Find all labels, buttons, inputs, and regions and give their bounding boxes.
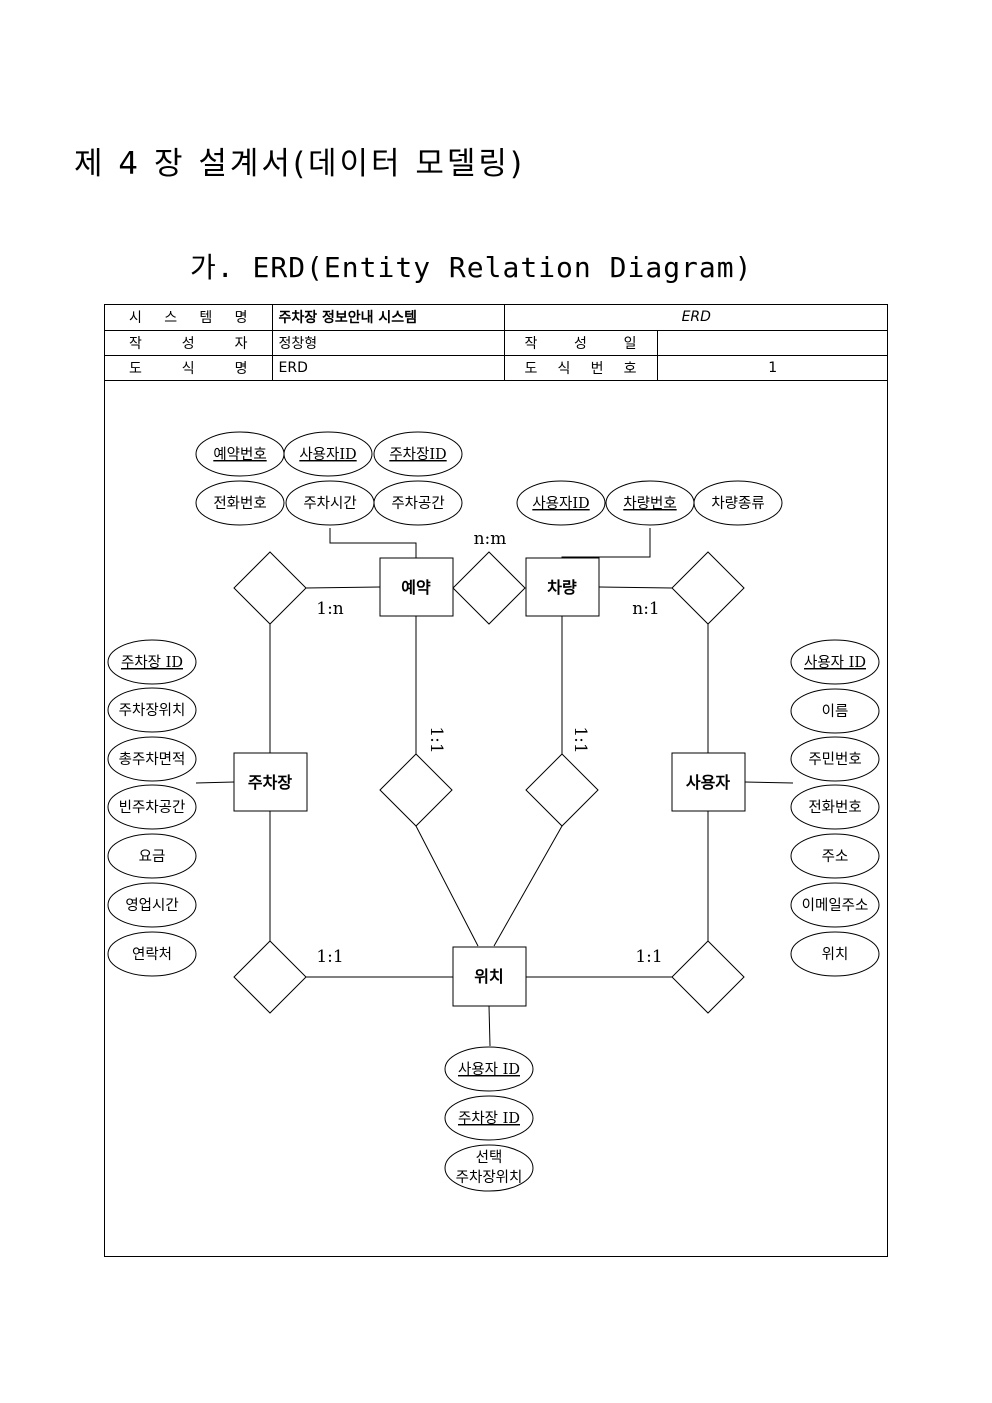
value-author: 정창형 <box>271 329 505 356</box>
attr-location-selected: 선택 <box>476 1149 503 1166</box>
entity-parking-lot: 주차장 <box>248 773 292 792</box>
relationship-reservation-location <box>379 753 453 827</box>
attr-parking-total-area: 총주차면적 <box>119 751 186 768</box>
attr-oval-user-4 <box>790 784 880 830</box>
label-created-date: 작 성 일 <box>503 329 658 356</box>
erd-document-frame: 시 스 템 명 주차장 정보안내 시스템 ERD 작 성 자 정창형 작 <box>104 304 889 1257</box>
entity-user: 사용자 <box>686 773 730 792</box>
attr-oval-res-2 <box>283 431 373 477</box>
entity-location: 위치 <box>474 967 503 986</box>
attr-oval-user-2 <box>790 688 880 734</box>
attr-oval-veh-3 <box>693 480 783 526</box>
attr-reservation-parking-id: 주차장ID <box>389 446 446 463</box>
reservation-attr-connector <box>329 528 417 558</box>
attr-oval-park-6 <box>107 882 197 928</box>
attr-user-resident-number: 주민번호 <box>808 751 861 768</box>
attr-reservation-space: 주차공간 <box>391 495 444 512</box>
cardinality-vehicle-location: 1:1 <box>570 726 590 753</box>
label-diagram-name: 도 식 명 <box>105 354 273 381</box>
line-rel1-reservation <box>305 586 381 589</box>
attr-user-phone: 전화번호 <box>808 799 861 816</box>
info-row-author: 작 성 자 정창형 작 성 일 <box>105 329 889 356</box>
cardinality-reservation-location: 1:1 <box>426 726 446 753</box>
attr-oval-res-6 <box>373 480 463 526</box>
attr-vehicle-type: 차량종류 <box>711 495 764 512</box>
label-diagram-number: 도 식 번 호 <box>503 354 658 381</box>
attr-oval-loc-2 <box>444 1095 534 1141</box>
cardinality-parking-location: 1:1 <box>316 947 343 967</box>
entity-reservation-box <box>379 557 454 617</box>
attr-user-name: 이름 <box>822 703 849 720</box>
attr-location-parking-location: 주차장위치 <box>456 1169 523 1186</box>
entity-user-box <box>671 752 746 812</box>
info-row-diagram: 도 식 명 ERD 도 식 번 호 1 <box>105 354 889 381</box>
cardinality-reservation-vehicle: n:m <box>474 529 507 549</box>
label-system-name: 시 스 템 명 <box>105 305 273 331</box>
info-row-system: 시 스 템 명 주차장 정보안내 시스템 ERD <box>105 305 889 331</box>
relationship-reservation-vehicle <box>452 551 526 625</box>
attr-oval-user-6 <box>790 882 880 928</box>
attr-location-parking-id: 주차장 ID <box>458 1110 520 1127</box>
attr-parking-fee: 요금 <box>139 849 166 865</box>
attr-user-email: 이메일주소 <box>802 897 869 914</box>
cardinality-vehicle-user: n:1 <box>632 599 660 619</box>
line-vehicle-rel3 <box>598 586 673 589</box>
value-diagram-type: ERD <box>503 305 889 331</box>
attr-reservation-number: 예약번호 <box>213 446 266 463</box>
attr-user-location: 위치 <box>822 946 849 963</box>
line-rel5-location <box>493 825 563 947</box>
attr-oval-park-4 <box>107 784 197 830</box>
value-diagram-name: ERD <box>271 354 505 381</box>
attr-reservation-phone: 전화번호 <box>213 495 266 512</box>
attr-parking-location: 주차장위치 <box>119 702 186 719</box>
attr-location-user-id: 사용자 ID <box>458 1061 520 1078</box>
entity-location-box <box>452 946 527 1007</box>
attr-parking-empty-space: 빈주차공간 <box>119 799 186 816</box>
attr-oval-user-1 <box>790 639 880 685</box>
attr-parking-id: 주차장 ID <box>121 654 183 671</box>
attr-reservation-user-id: 사용자ID <box>299 446 356 463</box>
attr-oval-res-4 <box>195 480 285 526</box>
entity-vehicle-box <box>525 557 600 617</box>
relationship-vehicle-location <box>525 753 599 827</box>
cardinality-user-location: 1:1 <box>635 947 662 967</box>
vehicle-attr-connector <box>561 528 651 558</box>
attr-oval-park-7 <box>107 931 197 977</box>
attr-oval-res-3 <box>373 431 463 477</box>
relationship-vehicle-user <box>671 551 745 625</box>
entity-reservation: 예약 <box>401 578 431 597</box>
attr-vehicle-number: 차량번호 <box>623 495 676 512</box>
line-user-attrs <box>744 781 794 784</box>
entity-parking-box <box>233 752 308 812</box>
cardinality-reservation-parking: 1:n <box>316 599 344 619</box>
attr-reservation-time: 주차시간 <box>303 495 356 512</box>
chapter-title: 제 4 장 설계서(데이터 모델링) <box>74 146 526 182</box>
attr-oval-loc-1 <box>444 1046 534 1092</box>
attr-user-address: 주소 <box>822 849 849 865</box>
attr-user-id: 사용자 ID <box>804 654 866 671</box>
line-location-attrs <box>488 1005 491 1047</box>
attr-oval-user-3 <box>790 736 880 782</box>
attr-oval-user-5 <box>790 833 880 879</box>
attr-parking-contact: 연락처 <box>132 946 172 963</box>
entity-vehicle: 차량 <box>547 578 577 597</box>
attr-oval-park-2 <box>107 687 197 733</box>
line-rel4-location <box>415 825 479 947</box>
attr-oval-park-5 <box>107 833 197 879</box>
attr-vehicle-user-id: 사용자ID <box>532 495 589 512</box>
relationship-reservation-parking <box>233 551 307 625</box>
relationship-parking-location <box>233 940 307 1014</box>
attr-oval-park-1 <box>107 639 197 685</box>
info-table: 시 스 템 명 주차장 정보안내 시스템 ERD 작 성 자 정창형 작 <box>105 305 889 381</box>
attr-oval-park-3 <box>107 736 197 782</box>
section-title: 가. ERD(Entity Relation Diagram) <box>190 251 753 284</box>
attr-oval-loc-3 <box>444 1144 534 1192</box>
relationship-user-location <box>671 940 745 1014</box>
attr-parking-hours: 영업시간 <box>125 897 178 914</box>
value-diagram-number: 1 <box>656 354 889 381</box>
attr-oval-user-7 <box>790 931 880 977</box>
line-parking-attrs <box>195 781 235 784</box>
attr-oval-veh-1 <box>516 480 606 526</box>
